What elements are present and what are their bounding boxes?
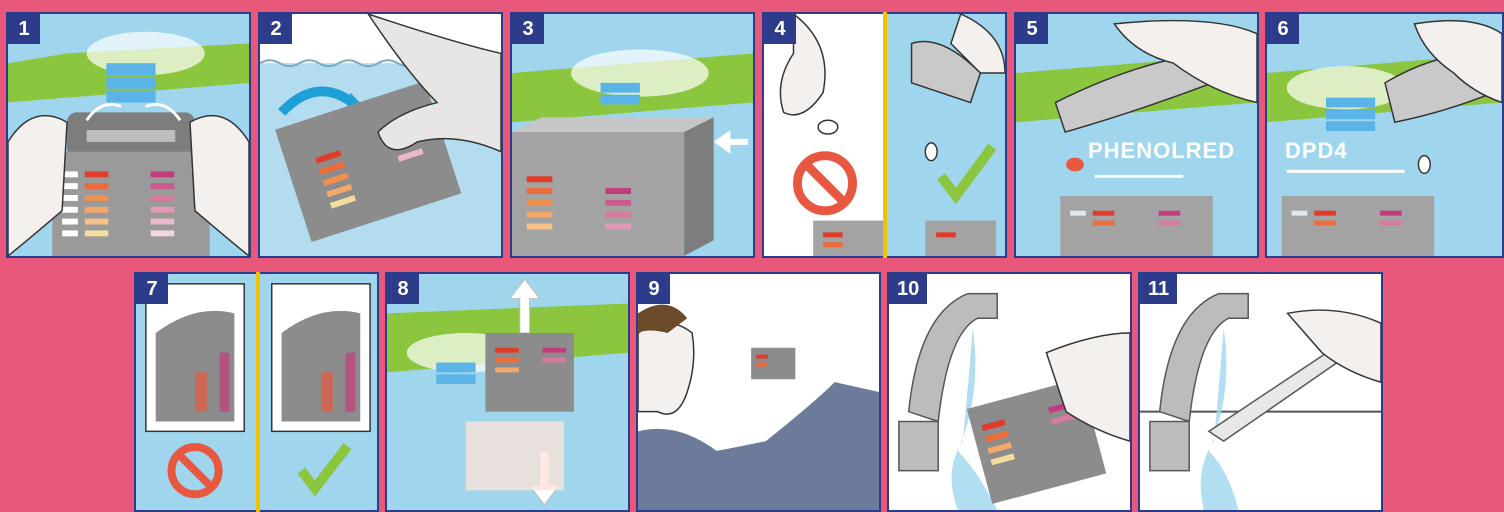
step-1-illustration (8, 14, 249, 256)
step-9-illustration (638, 274, 879, 510)
step-10-panel: 10 (887, 272, 1132, 512)
step-1-panel: 1 (6, 12, 251, 258)
step-3-panel: 3 (510, 12, 755, 258)
step-6-illustration (1267, 14, 1502, 256)
step-11-panel: 11 (1138, 272, 1383, 512)
step-5-illustration (1016, 14, 1257, 256)
step-10-illustration (889, 274, 1130, 510)
panel-4-divider (883, 12, 887, 258)
step-number-badge: 6 (1267, 14, 1299, 44)
panel-7-divider (256, 272, 260, 512)
step-number-badge: 2 (260, 14, 292, 44)
step-11-illustration (1140, 274, 1381, 510)
step-2-illustration (260, 14, 501, 256)
step-8-panel: 8 (385, 272, 630, 512)
step-number-badge: 7 (136, 274, 168, 304)
step-5-panel: 5 PHENOLRED (1014, 12, 1259, 258)
step-6-panel: 6 DPD4 (1265, 12, 1504, 258)
step-number-badge: 1 (8, 14, 40, 44)
step-9-panel: 9 (636, 272, 881, 512)
step-number-badge: 10 (889, 274, 927, 304)
step-3-illustration (512, 14, 753, 256)
step-8-illustration (387, 274, 628, 510)
step-number-badge: 11 (1140, 274, 1177, 304)
step-2-panel: 2 (258, 12, 503, 258)
phenolred-label: PHENOLRED (1088, 138, 1235, 164)
step-number-badge: 4 (764, 14, 796, 44)
dpd4-label: DPD4 (1285, 138, 1348, 164)
step-number-badge: 3 (512, 14, 544, 44)
step-number-badge: 5 (1016, 14, 1048, 44)
step-number-badge: 9 (638, 274, 670, 304)
step-number-badge: 8 (387, 274, 419, 304)
